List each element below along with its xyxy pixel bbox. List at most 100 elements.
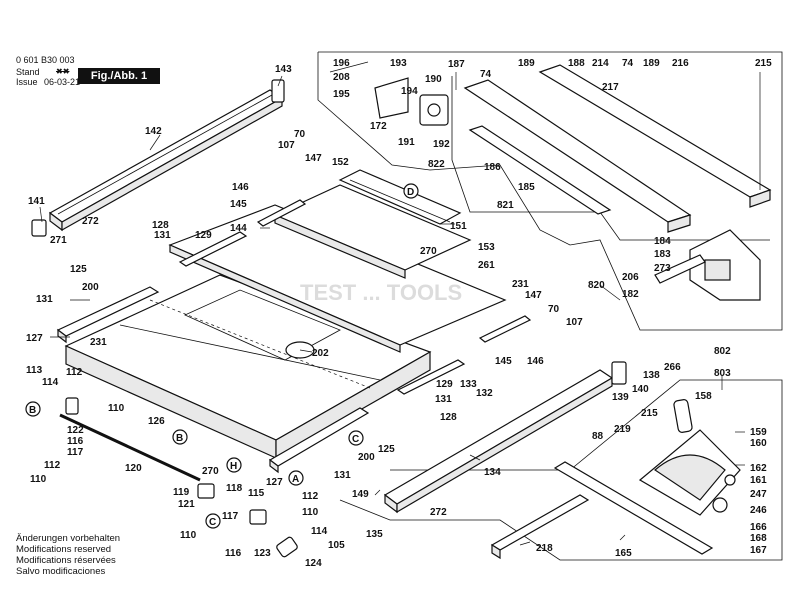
marker-H: H <box>226 457 242 473</box>
callout-231: 231 <box>90 337 107 348</box>
miter-rail-218 <box>490 494 590 560</box>
callout-114: 114 <box>42 377 59 388</box>
callout-143: 143 <box>275 64 292 75</box>
callout-140: 140 <box>632 384 649 395</box>
marker-B1: B <box>172 429 188 445</box>
front-rail-127 <box>268 407 370 474</box>
callout-110b: 110 <box>30 474 47 485</box>
callout-119: 119 <box>173 487 190 498</box>
callout-74b: 74 <box>622 58 634 69</box>
svg-text:B: B <box>176 433 183 444</box>
fence-bar-188 <box>463 79 692 233</box>
callout-200b: 200 <box>358 452 375 463</box>
callout-247: 247 <box>750 489 767 500</box>
callout-118: 118 <box>226 483 243 494</box>
fence-subgroup-border <box>451 76 770 241</box>
footer-line-de: Änderungen vorbehalten <box>16 533 121 544</box>
fence-group-border <box>317 51 783 331</box>
marker-C2: C <box>205 513 221 529</box>
rail-end-cap-141 <box>31 219 47 237</box>
marker-A: A <box>288 470 304 486</box>
callout-271: 271 <box>50 235 67 246</box>
callout-129b: 129 <box>436 379 453 390</box>
callout-127: 127 <box>26 333 43 344</box>
callout-246: 246 <box>750 505 767 516</box>
callout-107b: 107 <box>566 317 583 328</box>
callout-131c: 131 <box>334 470 351 481</box>
callout-202: 202 <box>312 348 329 359</box>
rail-145b <box>478 315 532 343</box>
left-side-rail <box>56 286 160 344</box>
callout-131d: 131 <box>435 394 452 405</box>
callout-822: 822 <box>428 159 445 170</box>
callout-208: 208 <box>333 72 350 83</box>
callout-116b: 116 <box>225 548 242 559</box>
callout-110c: 110 <box>302 507 319 518</box>
footer-line-en: Modifications reserved <box>16 544 112 555</box>
callout-121: 121 <box>178 499 195 510</box>
callout-159: 159 <box>750 427 767 438</box>
front-rail-129b <box>396 359 466 395</box>
callout-131: 131 <box>154 230 171 241</box>
callout-217: 217 <box>602 82 619 93</box>
callout-270: 270 <box>202 466 219 477</box>
lock-rod <box>59 413 201 482</box>
callout-133: 133 <box>460 379 477 390</box>
callout-110d: 110 <box>180 530 197 541</box>
callout-112b: 112 <box>44 460 61 471</box>
callout-147: 147 <box>305 153 322 164</box>
callout-185: 185 <box>518 182 535 193</box>
callout-216: 216 <box>672 58 689 69</box>
svg-text:A: A <box>292 474 299 485</box>
footer-notes: Änderungen vorbehalten Modifications res… <box>16 533 120 577</box>
callout-134: 134 <box>484 467 501 478</box>
stand-label: Stand <box>16 67 40 77</box>
callout-186: 186 <box>484 162 501 173</box>
callout-128: 128 <box>152 220 169 231</box>
callout-112: 112 <box>66 367 83 378</box>
callout-126: 126 <box>148 416 165 427</box>
figure-label: Fig./Abb. 1 <box>78 68 160 84</box>
fence-lock-handle <box>65 397 298 558</box>
callout-139: 139 <box>612 392 629 403</box>
callout-114b: 114 <box>311 526 328 537</box>
callout-189: 189 <box>518 58 535 69</box>
callout-192: 192 <box>433 139 450 150</box>
callout-188: 188 <box>568 58 585 69</box>
callout-146: 146 <box>527 356 544 367</box>
callout-183: 183 <box>654 249 671 260</box>
callout-196: 196 <box>333 58 350 69</box>
callout-125: 125 <box>70 264 87 275</box>
marker-B2: B <box>25 401 41 417</box>
callout-802: 802 <box>714 346 731 357</box>
svg-text:C: C <box>209 517 216 528</box>
callout-124: 124 <box>305 558 322 569</box>
callout-272: 272 <box>82 216 99 227</box>
table-top <box>64 274 432 460</box>
callout-184: 184 <box>654 236 671 247</box>
stand-strike-mark: ✖✖ <box>56 67 70 76</box>
fence-bracket <box>374 77 449 126</box>
callout-70: 70 <box>294 129 306 140</box>
callout-116: 116 <box>67 436 84 447</box>
callout-200: 200 <box>82 282 99 293</box>
callout-152: 152 <box>332 157 349 168</box>
callout-187: 187 <box>448 59 465 70</box>
callout-135: 135 <box>366 529 383 540</box>
leader-lines <box>39 61 761 546</box>
callout-110: 110 <box>108 403 125 414</box>
callout-219: 219 <box>614 424 631 435</box>
callout-131b: 131 <box>36 294 53 305</box>
issue-date: 06-03-21 <box>44 77 81 87</box>
footer-line-es: Salvo modificaciones <box>16 566 106 577</box>
callout-165: 165 <box>615 548 632 559</box>
callout-142: 142 <box>145 126 162 137</box>
callout-182: 182 <box>622 289 639 300</box>
callout-190: 190 <box>425 74 442 85</box>
callout-117: 117 <box>67 447 84 458</box>
issue-label: Issue <box>16 77 38 87</box>
callout-161: 161 <box>750 475 767 486</box>
callout-147b: 147 <box>525 290 542 301</box>
callout-128b: 128 <box>440 412 457 423</box>
